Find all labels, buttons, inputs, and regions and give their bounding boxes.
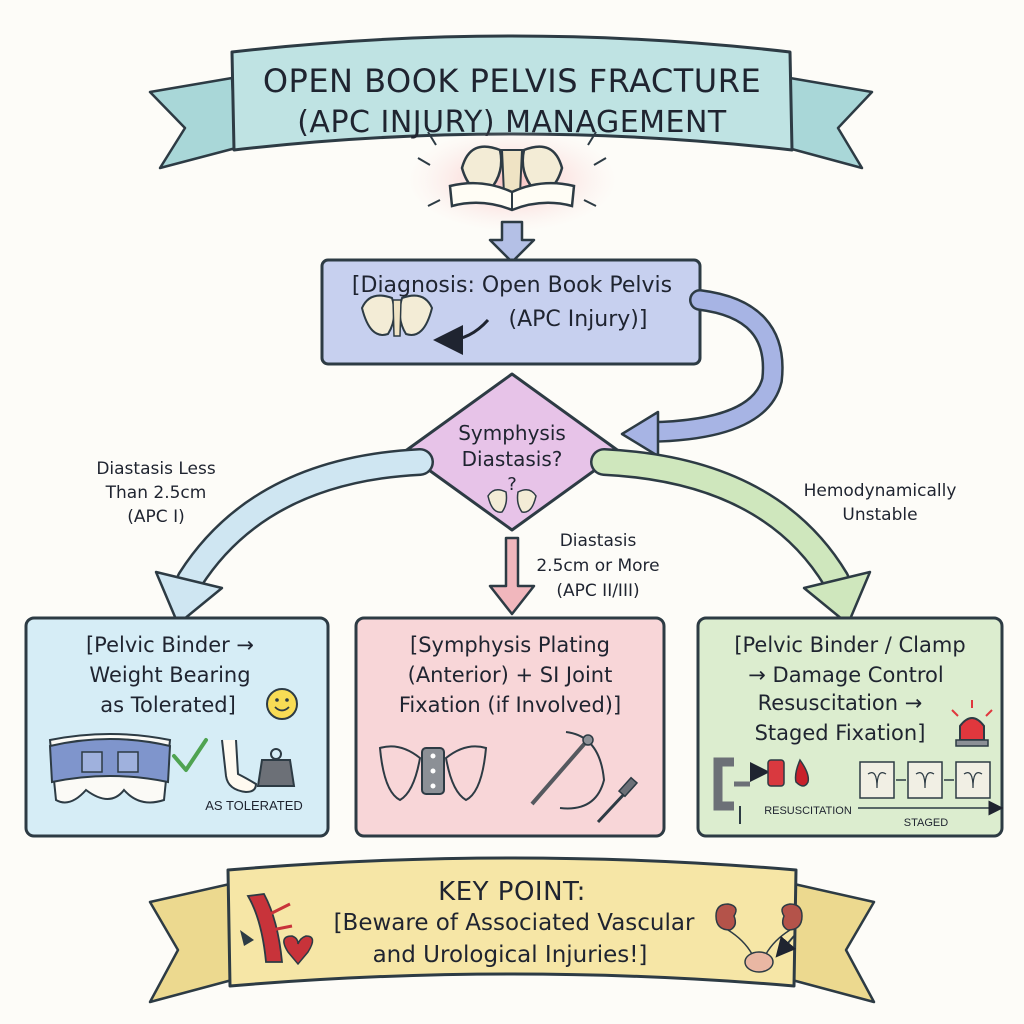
svg-text:as Tolerated]: as Tolerated] [100,693,236,717]
svg-text:Hemodynamically: Hemodynamically [804,481,957,501]
weight-icon [256,748,296,787]
banner-ribbon-main [230,34,794,152]
banner-ribbon-right-tail [786,76,874,170]
svg-text:(APC I): (APC I) [127,507,184,527]
blood-bag-icon [750,758,810,787]
box-apc-i: [Pelvic Binder → Weight Bearing as Toler… [24,616,330,838]
pelvis-small-icon [360,294,434,337]
foot-icon [221,739,258,794]
svg-text:(APC II/III): (APC II/III) [556,581,639,601]
svg-text:→ Damage Control: → Damage Control [748,663,943,687]
svg-text:[Pelvic Binder / Clamp: [Pelvic Binder / Clamp [734,633,965,657]
diagnosis-pointer-arrow [433,318,490,355]
svg-text:Diastasis Less: Diastasis Less [96,459,216,479]
svg-text:Unstable: Unstable [842,505,917,525]
diagnosis-box: [Diagnosis: Open Book Pelvis (APC Injury… [320,258,702,366]
branch-label-right: Hemodynamically Unstable [804,481,957,525]
resuscitation-caption: RESUSCITATION [764,805,852,817]
title-banner: OPEN BOOK PELVIS FRACTURE (APC INJURY) M… [148,34,874,170]
key-point-banner: KEY POINT: [Beware of Associated Vascula… [148,856,876,1004]
svg-text:[Pelvic Binder →: [Pelvic Binder → [86,633,254,657]
svg-text:Fixation (if Involved)]: Fixation (if Involved)] [399,693,621,717]
key-point-line-2: and Urological Injuries!] [373,942,648,968]
si-screw-icon [530,731,606,810]
checkmark-icon [172,738,208,772]
staged-fixation-steps-icon [858,761,1004,816]
banner-ribbon-left-tail [148,76,238,170]
key-point-heading: KEY POINT: [438,877,586,907]
svg-text:Resuscitation →: Resuscitation → [758,691,923,715]
arrow-branch-right [590,448,872,626]
svg-text:2.5cm or More: 2.5cm or More [536,556,659,576]
svg-text:Weight Bearing: Weight Bearing [89,663,250,687]
pelvic-binder-icon [48,733,172,804]
title-line-1: OPEN BOOK PELVIS FRACTURE [263,62,761,100]
blood-vessel-icon [240,893,293,963]
alarm-light-icon [951,700,993,747]
svg-text:Staged Fixation]: Staged Fixation] [755,721,926,745]
as-tolerated-caption: AS TOLERATED [205,798,303,813]
pelvic-clamp-icon [713,757,750,824]
arrow-title-to-diagnosis [488,220,536,264]
svg-text:Than 2.5cm: Than 2.5cm [105,483,207,503]
decision-question-mark: ? [507,474,517,495]
symphysis-plate-icon [378,745,488,802]
key-point-line-1: [Beware of Associated Vascular [334,910,695,936]
staged-caption: STAGED [904,817,948,829]
decision-diamond: Symphysis Diastasis? ? [402,372,622,532]
branch-label-middle: Diastasis 2.5cm or More (APC II/III) [536,531,659,601]
pelvis-mini-icon [487,489,537,513]
smile-icon [266,688,298,720]
box-unstable: [Pelvic Binder / Clamp → Damage Control … [696,616,1004,838]
screwdriver-icon [596,776,639,824]
arrow-branch-middle [488,536,536,616]
svg-text:Diastasis: Diastasis [560,531,637,551]
bladder-icon [727,929,797,973]
box-apc-ii-iii: [Symphysis Plating (Anterior) + SI Joint… [354,616,666,838]
svg-text:[Symphysis Plating: [Symphysis Plating [410,633,610,657]
heart-icon [283,935,314,966]
arrow-branch-left [154,448,434,626]
svg-text:(Anterior) + SI Joint: (Anterior) + SI Joint [408,663,613,687]
diagnosis-line-2: (APC Injury)] [509,307,648,332]
kidney-icon [715,903,803,931]
decision-line-1: Symphysis [458,421,566,445]
diagnosis-line-1: [Diagnosis: Open Book Pelvis [352,273,672,298]
branch-label-left: Diastasis Less Than 2.5cm (APC I) [96,459,216,527]
open-book-pelvis-icon [407,128,617,232]
decision-line-2: Diastasis? [462,447,563,471]
